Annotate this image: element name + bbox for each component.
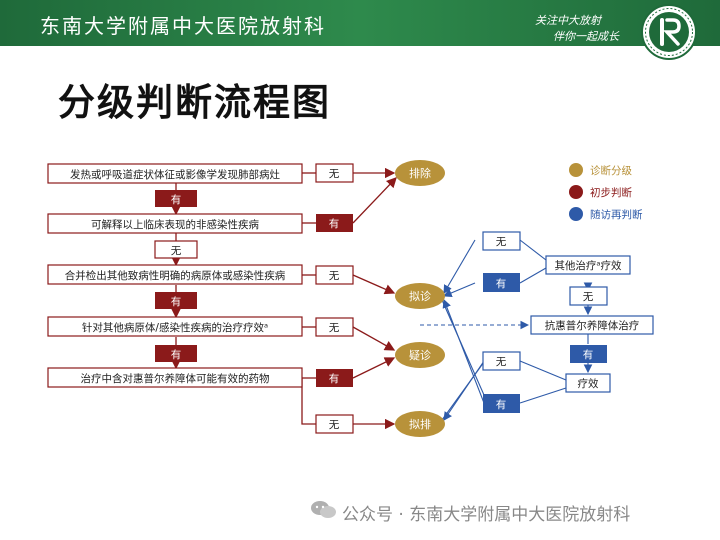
svg-text:抗惠普尔养障体治疗: 抗惠普尔养障体治疗 xyxy=(545,319,640,332)
step-text-4: 针对其他病原体/感染性疾病的治疗疗效ᵃ xyxy=(82,321,268,334)
side-label-no-1: 无 xyxy=(315,163,354,183)
svg-text:无: 无 xyxy=(329,270,340,282)
header-bar: 东南大学附属中大医院放射科 关注中大放射 伴你一起成长 xyxy=(0,0,720,46)
step-text-5: 治疗中含对惠普尔养障体可能有效的药物 xyxy=(81,372,270,385)
spine-label-yes-3: 有 xyxy=(155,292,197,309)
step-text-1: 发热或呼吸道症状体征或影像学发现肺部病灶 xyxy=(70,168,280,181)
slogan-line-1: 关注中大放射 xyxy=(535,14,601,27)
step-box-3: 合并检出其他致病性明确的病原体或感染性疾病 xyxy=(47,264,303,285)
svg-text:有: 有 xyxy=(329,217,340,230)
slogan-line-2: 伴你一起成长 xyxy=(553,30,619,43)
follow-label-yes-2: 有 xyxy=(483,273,520,292)
svg-text:无: 无 xyxy=(583,291,594,303)
box-other-treatment-effect: 其他治疗ᵃ疗效 xyxy=(545,255,631,275)
svg-text:无: 无 xyxy=(329,322,340,334)
svg-text:疗效: 疗效 xyxy=(578,377,599,390)
header-title: 东南大学附属中大医院放射科 xyxy=(40,14,326,38)
legend-label-2: 初步判断 xyxy=(590,186,632,199)
box-anti-tw-treatment: 抗惠普尔养障体治疗 xyxy=(530,315,654,335)
right-label-yes: 有 xyxy=(570,345,607,363)
follow-label-no-3: 无 xyxy=(482,351,521,371)
svg-text:无: 无 xyxy=(171,245,182,257)
side-label-yes-5: 有 xyxy=(316,369,353,387)
legend-swatch-blue xyxy=(569,207,583,221)
spine-label-no-2: 无 xyxy=(154,240,198,259)
svg-text:有: 有 xyxy=(171,193,182,206)
hospital-logo-icon xyxy=(641,4,697,60)
legend-swatch-gold xyxy=(569,163,583,177)
outcome-likely-excluded: 拟排 xyxy=(395,411,445,437)
svg-text:排除: 排除 xyxy=(409,166,431,180)
svg-text:其他治疗ᵃ疗效: 其他治疗ᵃ疗效 xyxy=(554,259,622,272)
legend-label-1: 诊断分级 xyxy=(590,164,632,177)
svg-text:无: 无 xyxy=(329,168,340,180)
legend: 诊断分级 初步判断 随访再判断 xyxy=(569,163,643,221)
spine-label-yes-4: 有 xyxy=(155,345,197,362)
svg-text:拟排: 拟排 xyxy=(409,417,431,431)
svg-text:无: 无 xyxy=(496,236,507,248)
legend-label-3: 随访再判断 xyxy=(590,208,643,221)
step-box-2: 可解释以上临床表现的非感染性疾病 xyxy=(47,213,303,234)
svg-text:无: 无 xyxy=(329,419,340,431)
svg-text:有: 有 xyxy=(171,295,182,308)
page-title: 分级判断流程图 xyxy=(58,81,331,124)
right-label-no: 无 xyxy=(569,286,608,306)
side-label-no-6: 无 xyxy=(315,414,354,434)
step-box-4: 针对其他病原体/感染性疾病的治疗疗效ᵃ xyxy=(47,316,303,337)
wechat-icon xyxy=(311,501,336,518)
step-text-2: 可解释以上临床表现的非感染性疾病 xyxy=(91,218,259,231)
side-label-no-3: 无 xyxy=(315,265,354,285)
legend-swatch-maroon xyxy=(569,185,583,199)
svg-text:疑诊: 疑诊 xyxy=(409,348,431,362)
svg-text:有: 有 xyxy=(329,372,340,385)
outcome-probable: 拟诊 xyxy=(395,283,445,309)
svg-text:有: 有 xyxy=(583,348,594,361)
svg-text:拟诊: 拟诊 xyxy=(409,289,431,303)
spine-label-yes-1: 有 xyxy=(155,190,197,207)
outcome-suspected: 疑诊 xyxy=(395,342,445,368)
svg-text:有: 有 xyxy=(171,348,182,361)
step-box-1: 发热或呼吸道症状体征或影像学发现肺部病灶 xyxy=(47,163,303,184)
step-text-3: 合并检出其他致病性明确的病原体或感染性疾病 xyxy=(65,269,286,282)
svg-text:无: 无 xyxy=(496,356,507,368)
box-effect: 疗效 xyxy=(565,373,611,393)
follow-label-no-1: 无 xyxy=(482,231,521,251)
svg-text:有: 有 xyxy=(496,398,507,411)
side-label-no-4: 无 xyxy=(315,317,354,337)
outcome-exclude: 排除 xyxy=(395,160,445,186)
follow-label-yes-4: 有 xyxy=(483,394,520,413)
step-box-5: 治疗中含对惠普尔养障体可能有效的药物 xyxy=(47,367,303,388)
watermark: 公众号 · 东南大学附属中大医院放射科 xyxy=(342,505,631,525)
side-label-yes-2: 有 xyxy=(316,214,353,232)
svg-text:有: 有 xyxy=(496,277,507,290)
